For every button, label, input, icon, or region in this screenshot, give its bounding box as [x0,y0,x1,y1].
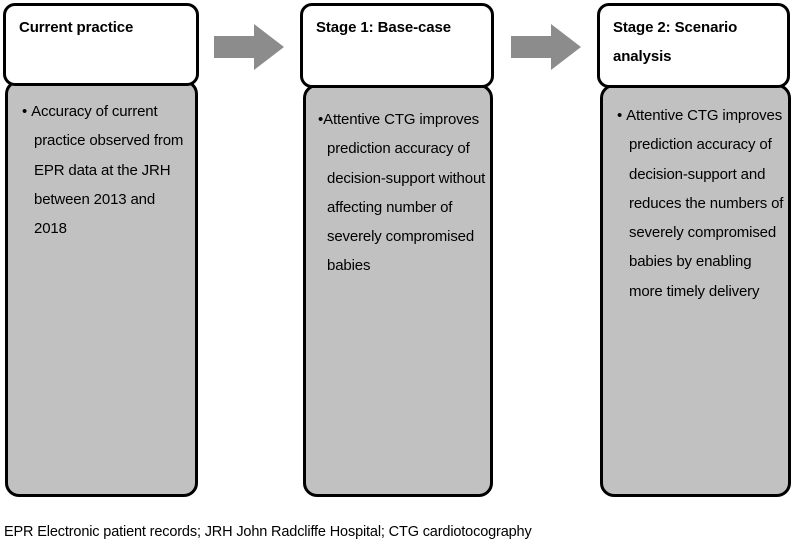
bullet-icon: • [22,103,32,120]
bullet-icon: • [617,107,627,124]
list-item: • Attentive CTG improves prediction accu… [617,101,784,306]
stage-header-card-1: Current practice [3,3,199,86]
stage-body-list-2: •Attentive CTG improves prediction accur… [306,87,490,281]
list-item-text: Accuracy of current practice observed fr… [31,103,184,237]
stage-header-card-2: Stage 1: Base-case [300,3,494,88]
stage-header-title-3: Stage 2: Scenario analysis [613,19,738,66]
figure-footnote: EPR Electronic patient records; JRH John… [4,524,532,540]
list-item: • Accuracy of current practice observed … [22,97,189,243]
arrow-right-icon-2 [511,24,581,70]
stage-header-title-2: Stage 1: Base-case [316,19,451,36]
list-item-text: Attentive CTG improves prediction accura… [323,111,486,275]
arrow-right-icon-1 [214,24,284,70]
list-item: •Attentive CTG improves prediction accur… [318,105,486,281]
stage-body-card-2: •Attentive CTG improves prediction accur… [303,84,493,497]
stage-body-card-1: • Accuracy of current practice observed … [5,80,198,497]
list-item-text: Attentive CTG improves prediction accura… [626,107,784,300]
bullet-icon: • [318,111,324,128]
stage-header-title-1: Current practice [19,19,134,36]
stage-body-list-3: • Attentive CTG improves prediction accu… [603,87,788,306]
stage-body-list-1: • Accuracy of current practice observed … [8,83,195,243]
stage-header-card-3: Stage 2: Scenario analysis [597,3,790,88]
stage-body-card-3: • Attentive CTG improves prediction accu… [600,84,791,497]
